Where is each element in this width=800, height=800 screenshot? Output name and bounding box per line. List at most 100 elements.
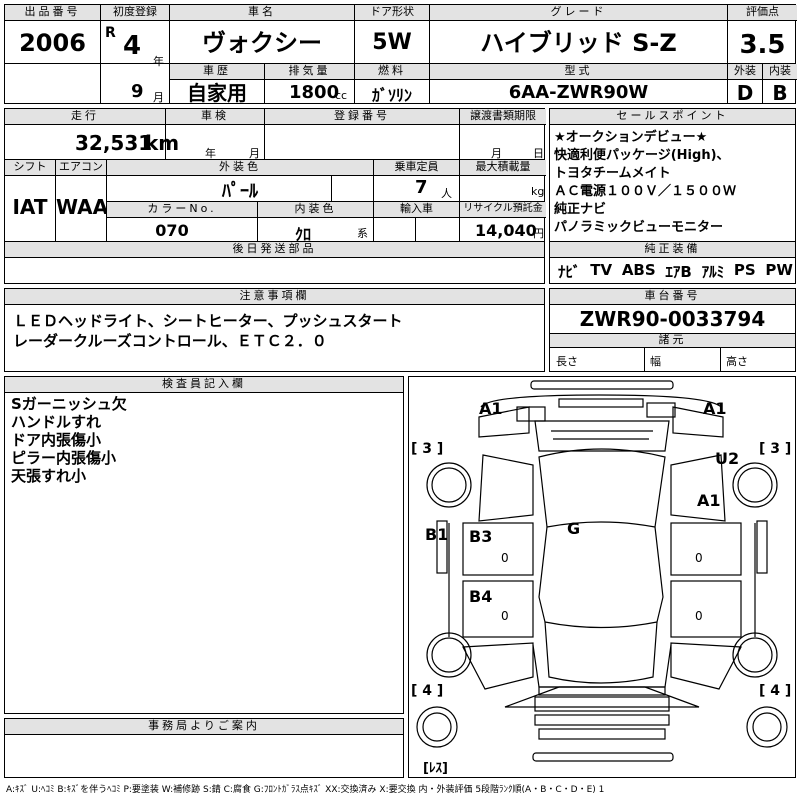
chassis-box: 車台番号 ZWR90-0033794 諸元 長さ 幅 高さ xyxy=(549,288,796,372)
ac-label: エアコン xyxy=(56,160,106,176)
sales-line: ★オークションデビュー★ xyxy=(554,130,708,145)
inspector-lines: Sガーニッシュ欠 ハンドルすれ ドア内張傷小 ピラー内張傷小 天張すれ小 xyxy=(11,395,127,485)
model: 6AA-ZWR90W xyxy=(508,82,649,103)
height-label: 高さ xyxy=(726,355,748,368)
chassis-label: 車台番号 xyxy=(550,289,795,305)
damage-mark: U2 xyxy=(715,449,740,468)
width-label: 幅 xyxy=(650,355,661,368)
office-label: 事務局よりご案内 xyxy=(5,719,403,735)
inspection-year-unit: 年 xyxy=(205,147,216,160)
door-label: ドア形状 xyxy=(355,5,429,21)
bracket-mark: [ 3 ] xyxy=(759,441,792,457)
lot-label: 出品番号 xyxy=(5,5,100,21)
equip-item: ﾅﾋﾞ xyxy=(558,263,581,281)
equip-item: ｴｱB xyxy=(665,263,692,281)
damage-mark: A1 xyxy=(697,491,721,510)
color: ﾊﾟｰﾙ xyxy=(222,181,258,202)
recycle-unit: 円 xyxy=(533,227,544,240)
transfer-day-unit: 日 xyxy=(533,147,544,160)
capacity-label: 乗車定員 xyxy=(374,160,459,176)
sales-line: 純正ナビ xyxy=(554,202,607,217)
sales-line: トヨタチームメイト xyxy=(554,166,671,181)
reg-label: 初度登録 xyxy=(101,5,169,21)
int-color-unit: 系 xyxy=(357,227,368,240)
parts-label: 後日発送部品 xyxy=(5,242,544,258)
recycle: 14,040 xyxy=(475,221,537,240)
inspector-line: Sガーニッシュ欠 xyxy=(11,395,127,413)
shift-label: シフト xyxy=(5,160,55,176)
ac: WAA xyxy=(56,195,109,219)
equip-label: 純正装備 xyxy=(550,242,795,258)
lot-number: 2006 xyxy=(19,29,86,57)
import-label: 輸入車 xyxy=(374,202,459,218)
grade-label: グレード xyxy=(430,5,727,21)
color-no-label: カラーNo. xyxy=(107,202,257,218)
equip-item: ｱﾙﾐ xyxy=(701,263,725,281)
sales-line: パノラミックビューモニター xyxy=(554,220,724,235)
equip-item: ABS xyxy=(621,261,656,279)
month-unit: 月 xyxy=(153,91,164,104)
sales-label: セールスポイント xyxy=(550,109,795,125)
int-color-label: 内装色 xyxy=(258,202,373,218)
notes-label: 注意事項欄 xyxy=(5,289,544,305)
inspector-line: ピラー内張傷小 xyxy=(11,449,117,467)
notes-line: ＬＥＤヘッドライト、シートヒーター、プッシュスタート xyxy=(13,312,403,330)
reg-year: 4 xyxy=(123,31,142,61)
zero-mark: 0 xyxy=(695,609,703,623)
sales-point-box: セールスポイント ★オークションデビュー★ 快適利便パッケージ(High)、 ト… xyxy=(549,108,796,284)
equip-list: ﾅﾋﾞ TV ABS ｴｱB ｱﾙﾐ PS PW xyxy=(558,261,793,282)
int-grade: B xyxy=(772,81,788,105)
zero-mark: 0 xyxy=(501,609,509,623)
damage-mark: B4 xyxy=(469,587,493,606)
reg-month: 9 xyxy=(131,81,144,102)
color-no: 070 xyxy=(155,221,189,240)
header-table: 出品番号 2006 初度登録 R 4 年 車名 ヴォクシー ドア形状 5W グレ… xyxy=(4,4,797,105)
score-label: 評価点 xyxy=(728,5,797,21)
mileage-unit: km xyxy=(145,131,180,155)
notes-box: 注意事項欄 ＬＥＤヘッドライト、シートヒーター、プッシュスタート レーダークルー… xyxy=(4,288,545,372)
history: 自家用 xyxy=(187,81,247,105)
bracket-mark: [ 4 ] xyxy=(759,683,792,699)
chassis-number: ZWR90-0033794 xyxy=(579,307,766,331)
notes-lines: ＬＥＤヘッドライト、シートヒーター、プッシュスタート レーダークルーズコントロー… xyxy=(13,311,403,351)
int-color: ｸﾛ xyxy=(294,225,311,244)
capacity: 7 xyxy=(415,177,428,198)
transfer-month-unit: 月 xyxy=(491,147,502,160)
inspector-line: ドア内張傷小 xyxy=(11,431,102,449)
car-name: ヴォクシー xyxy=(202,29,322,57)
damage-mark: B3 xyxy=(469,527,493,546)
zero-mark: 0 xyxy=(501,551,509,565)
shift: IAT xyxy=(12,195,48,219)
displacement-label: 排気量 xyxy=(265,64,354,80)
inspection-month-unit: 月 xyxy=(249,147,260,160)
damage-diagram: A1 A1 U2 A1 B1 B3 B4 G [ 3 ] [ 3 ] [ 4 ]… xyxy=(408,376,796,778)
capacity-unit: 人 xyxy=(441,187,452,200)
era: R xyxy=(105,25,116,41)
damage-mark: A1 xyxy=(703,399,727,418)
load-label: 最大積載量 xyxy=(460,160,546,176)
bracket-mark: [ 4 ] xyxy=(411,683,444,699)
car-outline-svg xyxy=(416,380,788,762)
sales-line: ＡＣ電源１００Ｖ／１５００Ｗ xyxy=(554,184,737,199)
notes-line: レーダークルーズコントロール、ＥＴＣ２．０ xyxy=(13,332,327,350)
inspector-label: 検査員記入欄 xyxy=(5,377,403,393)
transfer-label: 譲渡書類期限 xyxy=(460,109,546,125)
inspector-box: 検査員記入欄 Sガーニッシュ欠 ハンドルすれ ドア内張傷小 ピラー内張傷小 天張… xyxy=(4,376,404,714)
fuel: ｶﾞｿﾘﾝ xyxy=(371,86,412,105)
name-label: 車名 xyxy=(170,5,354,21)
vehicle-info-table: 走行 32,531 km 車検 年 月 登録番号 譲渡書類期限 月 日 シフト … xyxy=(4,108,546,284)
equip-item: PS xyxy=(733,261,756,279)
year-unit: 年 xyxy=(153,55,164,68)
bracket-mark: [ 3 ] xyxy=(411,441,444,457)
equip-item: PW xyxy=(765,261,793,279)
damage-mark: A1 xyxy=(479,399,503,418)
history-label: 車歴 xyxy=(170,64,264,80)
sales-line: 快適利便パッケージ(High)、 xyxy=(554,148,730,163)
mileage-label: 走行 xyxy=(5,109,165,125)
inspection-label: 車検 xyxy=(166,109,264,125)
recycle-label: リサイクル預託金 xyxy=(460,202,546,218)
damage-mark: G xyxy=(567,519,581,538)
damage-mark: B1 xyxy=(425,525,449,544)
equip-item: TV xyxy=(590,261,613,279)
ext-grade: D xyxy=(736,81,754,105)
